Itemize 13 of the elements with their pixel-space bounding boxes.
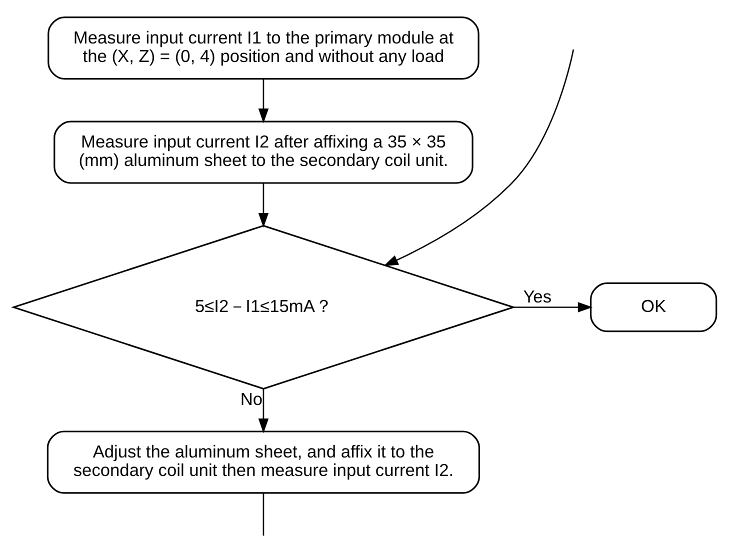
arrow bbox=[258, 182, 269, 228]
node-box: Measure input current I1 to the primary module at the (X, Z) = (0, 4) position and without any load bbox=[48, 16, 480, 80]
connector bbox=[262, 492, 264, 536]
node-box: Adjust the aluminum sheet, and affix it to the secondary coil unit then measure input current I2. bbox=[46, 430, 480, 494]
node-box: Measure input current I2 after affixing a 35 × 35 (mm) aluminum sheet to the secondary coil unit. bbox=[54, 120, 474, 184]
edge-label: Yes bbox=[523, 286, 552, 306]
node-box: OK bbox=[590, 282, 718, 332]
node-diamond: 5≤I2－I1≤15mA？ bbox=[11, 224, 516, 390]
edge-label: No bbox=[240, 388, 263, 409]
arrow bbox=[384, 48, 574, 266]
arrow bbox=[258, 78, 269, 123]
arrow bbox=[258, 388, 269, 433]
arrow bbox=[513, 302, 593, 312]
